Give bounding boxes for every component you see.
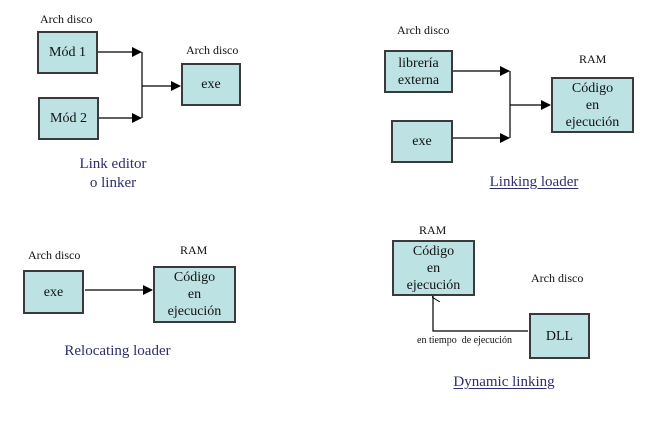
edge-dll-to-codigo — [433, 297, 528, 332]
disk-storage-label: Arch disco — [397, 23, 450, 37]
mod1-storage-label: Arch disco — [40, 12, 93, 26]
node-dll: DLL — [529, 313, 590, 359]
node-codigo-line3: ejecución — [565, 114, 620, 130]
node-exe: exe — [391, 120, 453, 163]
node-codigo-line3: ejecución — [167, 304, 222, 319]
node-codigo-en-ejecucion: Código en ejecución — [153, 266, 236, 323]
ram-label: RAM — [180, 243, 208, 257]
dynamic-linking-wires — [433, 297, 528, 332]
node-mod1: Mód 1 — [37, 31, 98, 74]
edge-label-runtime: en tiempo de ejecución — [417, 335, 512, 346]
node-mod2-text: Mód 2 — [50, 111, 87, 126]
ram-label: RAM — [419, 223, 447, 237]
caption-relocating-loader: Relocating loader — [64, 343, 171, 359]
node-codigo-line1: Código — [571, 80, 614, 96]
node-codigo-line2: en — [187, 287, 202, 302]
link-editor-wires — [98, 47, 181, 123]
disk-storage-label: Arch disco — [531, 271, 584, 285]
node-libreria-line1: librería — [398, 55, 439, 71]
node-exe-text: exe — [43, 284, 64, 300]
ram-label: RAM — [579, 52, 607, 66]
node-libreria-externa: librería externa — [384, 50, 453, 93]
node-libreria-line2: externa — [397, 72, 440, 88]
node-codigo-line1: Código — [173, 270, 216, 285]
node-dll-text: DLL — [545, 328, 574, 344]
node-codigo-line1: Código — [412, 243, 455, 259]
node-codigo-line2: en — [585, 97, 600, 113]
node-mod1-text: Mód 1 — [49, 45, 86, 60]
caption-dynamic-linking: Dynamic linking — [453, 374, 555, 390]
linking-loader-wires — [453, 66, 551, 143]
node-codigo-line2: en — [426, 260, 441, 276]
node-codigo-en-ejecucion: Código en ejecución — [551, 77, 634, 133]
caption-linking-loader: Linking loader — [489, 174, 579, 190]
caption-line2: o linker — [89, 175, 137, 191]
disk-storage-label: Arch disco — [28, 248, 81, 262]
node-exe: exe — [181, 63, 241, 106]
node-mod2: Mód 2 — [38, 97, 99, 140]
caption-line1: Link editor — [79, 156, 147, 172]
exe-storage-label: Arch disco — [186, 43, 239, 57]
node-codigo-en-ejecucion: Código en ejecución — [392, 240, 475, 296]
node-exe: exe — [23, 270, 84, 314]
node-exe-text: exe — [412, 134, 432, 149]
node-exe-text: exe — [201, 77, 221, 92]
caption-link-editor: Link editor o linker — [58, 155, 168, 193]
node-codigo-line3: ejecución — [406, 277, 461, 293]
